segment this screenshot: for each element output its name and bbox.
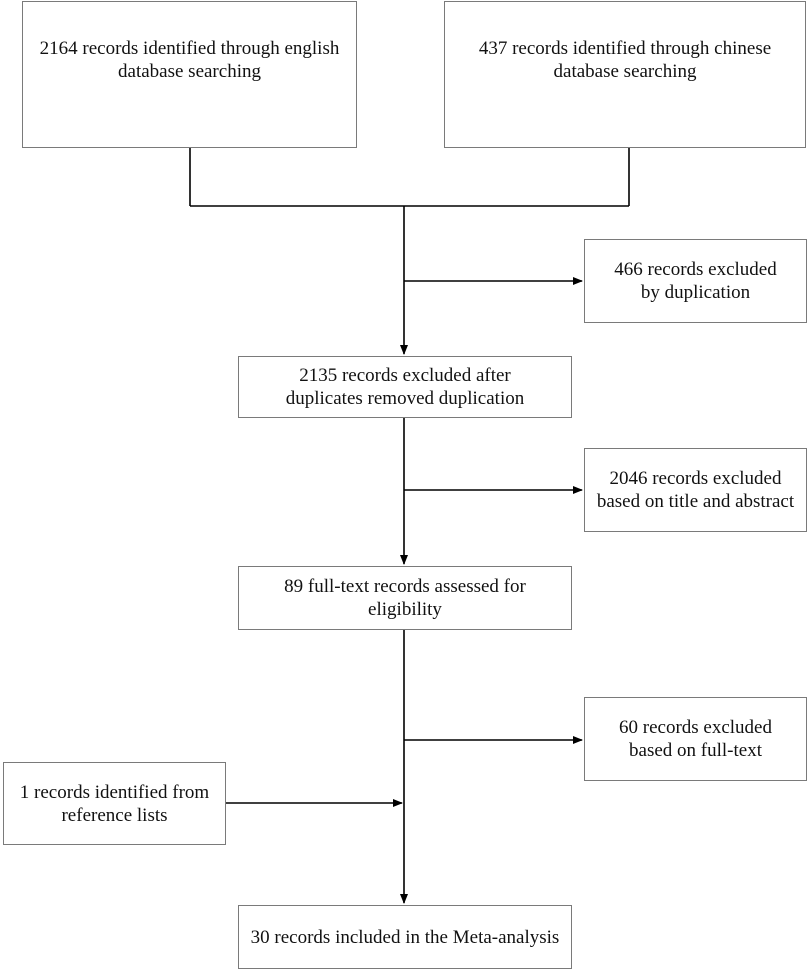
chinese-search-text: 437 records identified through chinese d… xyxy=(478,37,772,82)
excluded-duplication-box: 466 records excluded by duplication xyxy=(584,239,807,323)
after-duplicates-box: 2135 records excluded after duplicates r… xyxy=(238,356,572,418)
reference-lists-box: 1 records identified from reference list… xyxy=(3,762,226,845)
excluded-fulltext-box: 60 records excluded based on full-text xyxy=(584,697,807,781)
after-duplicates-text: 2135 records excluded after duplicates r… xyxy=(285,365,525,409)
fulltext-assessed-box: 89 full-text records assessed for eligib… xyxy=(238,566,572,630)
english-search-box: 2164 records identified through english … xyxy=(22,1,357,148)
excluded-title-abstract-text: 2046 records excluded based on title and… xyxy=(596,468,795,512)
excluded-title-abstract-box: 2046 records excluded based on title and… xyxy=(584,448,807,532)
excluded-fulltext-text: 60 records excluded based on full-text xyxy=(619,717,772,761)
included-meta-box: 30 records included in the Meta-analysis xyxy=(238,905,572,969)
english-search-text: 2164 records identified through english … xyxy=(39,37,340,82)
excluded-duplication-text: 466 records excluded by duplication xyxy=(614,259,777,303)
chinese-search-box: 437 records identified through chinese d… xyxy=(444,1,806,148)
included-meta-text: 30 records included in the Meta-analysis xyxy=(250,926,560,948)
fulltext-assessed-text: 89 full-text records assessed for eligib… xyxy=(284,576,526,620)
reference-lists-text: 1 records identified from reference list… xyxy=(19,781,210,826)
